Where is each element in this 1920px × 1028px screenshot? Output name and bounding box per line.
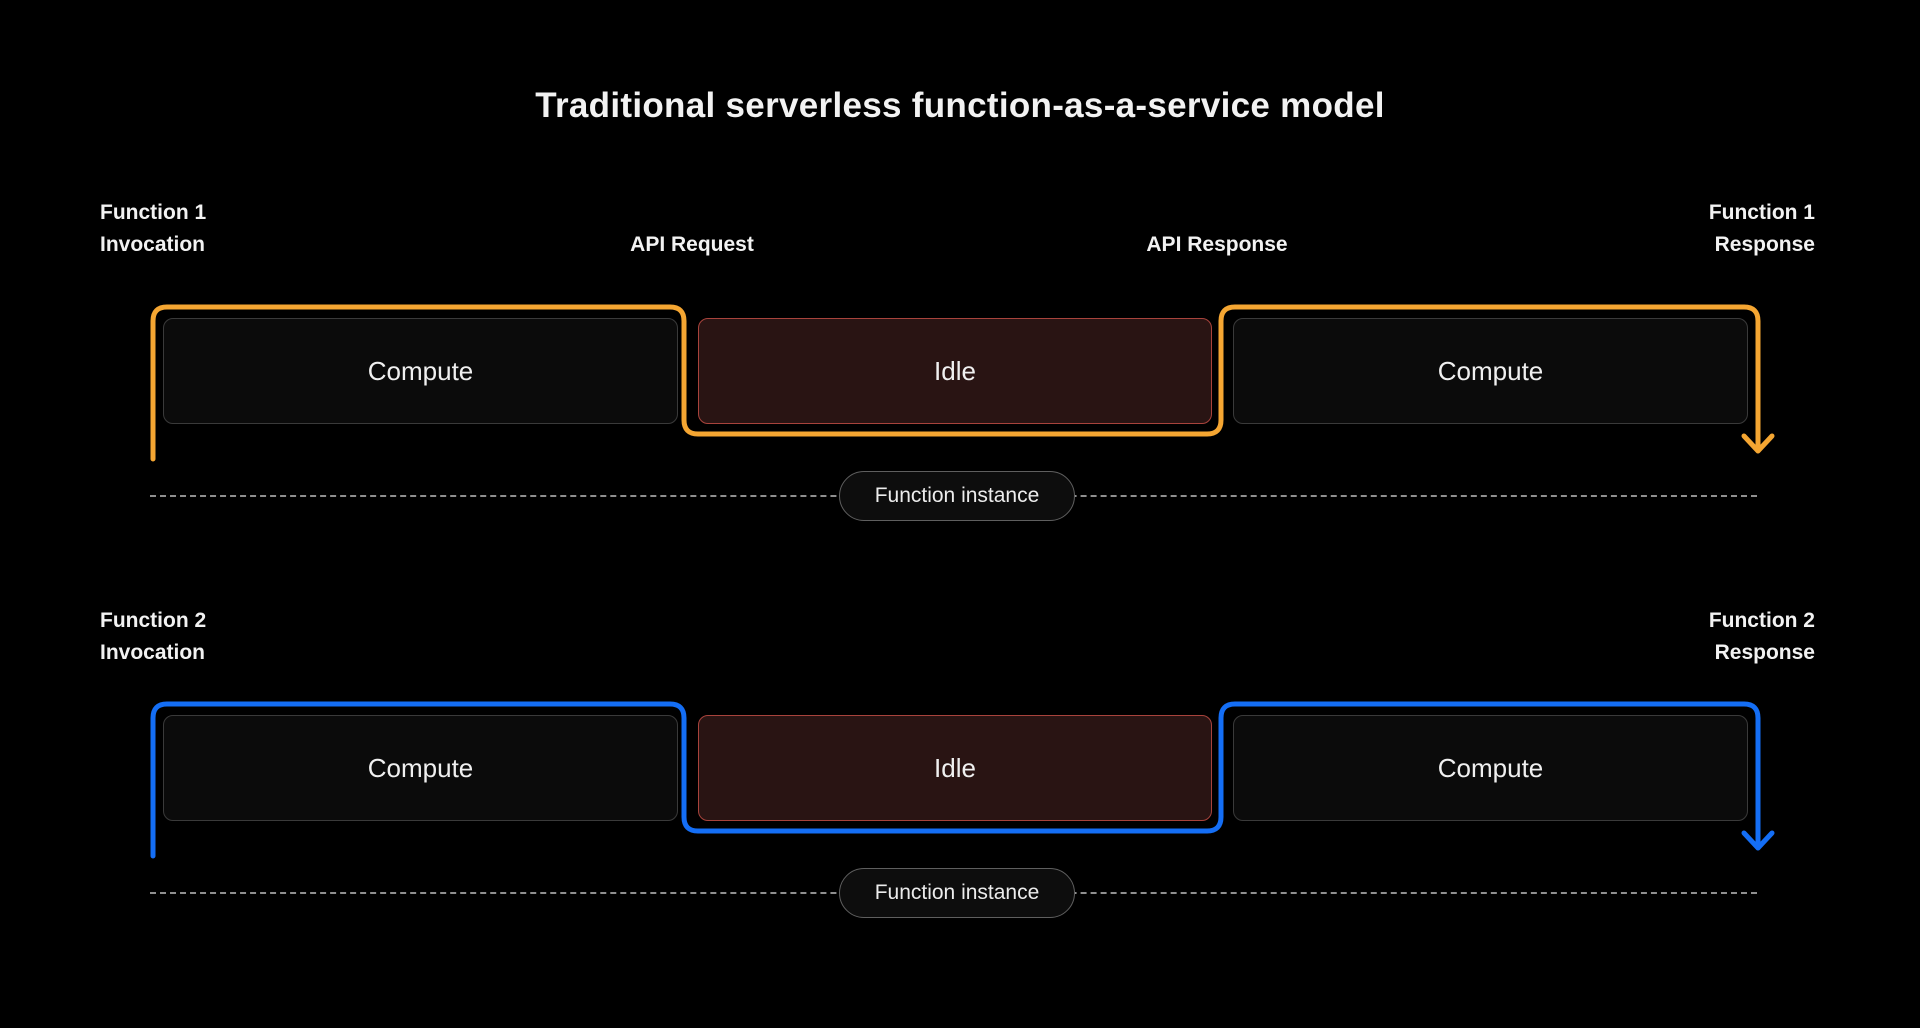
function2-compute-box-2: Compute — [1233, 715, 1748, 821]
function1-response-line1: Function 1 — [1708, 201, 1815, 224]
function1-instance-badge: Function instance — [839, 471, 1075, 521]
function1-response-line2: Response — [1714, 233, 1815, 256]
function2-arrow-down-icon — [1741, 830, 1775, 851]
function1-arrow-down-icon — [1741, 433, 1775, 454]
function2-idle-box: Idle — [698, 715, 1212, 821]
function2-invocation-label: Function 2 Invocation — [100, 605, 206, 669]
function2-invocation-line2: Invocation — [100, 641, 206, 664]
api-request-label: API Request — [630, 233, 754, 256]
function2-compute-box-1: Compute — [163, 715, 678, 821]
diagram-title: Traditional serverless function-as-a-ser… — [535, 86, 1385, 125]
function2-invocation-line1: Function 2 — [100, 609, 207, 632]
function2-response-line2: Response — [1714, 641, 1815, 664]
function1-invocation-label: Function 1 Invocation — [100, 197, 206, 261]
function1-response-label: Function 1 Response — [1709, 197, 1815, 261]
function2-instance-badge: Function instance — [839, 868, 1075, 918]
function1-invocation-line2: Invocation — [100, 233, 206, 256]
function1-idle-box: Idle — [698, 318, 1212, 424]
function2-response-line1: Function 2 — [1708, 609, 1815, 632]
function1-invocation-line1: Function 1 — [100, 201, 207, 224]
function1-compute-box-2: Compute — [1233, 318, 1748, 424]
function1-compute-box-1: Compute — [163, 318, 678, 424]
function2-response-label: Function 2 Response — [1709, 605, 1815, 669]
api-response-label: API Response — [1146, 233, 1288, 256]
